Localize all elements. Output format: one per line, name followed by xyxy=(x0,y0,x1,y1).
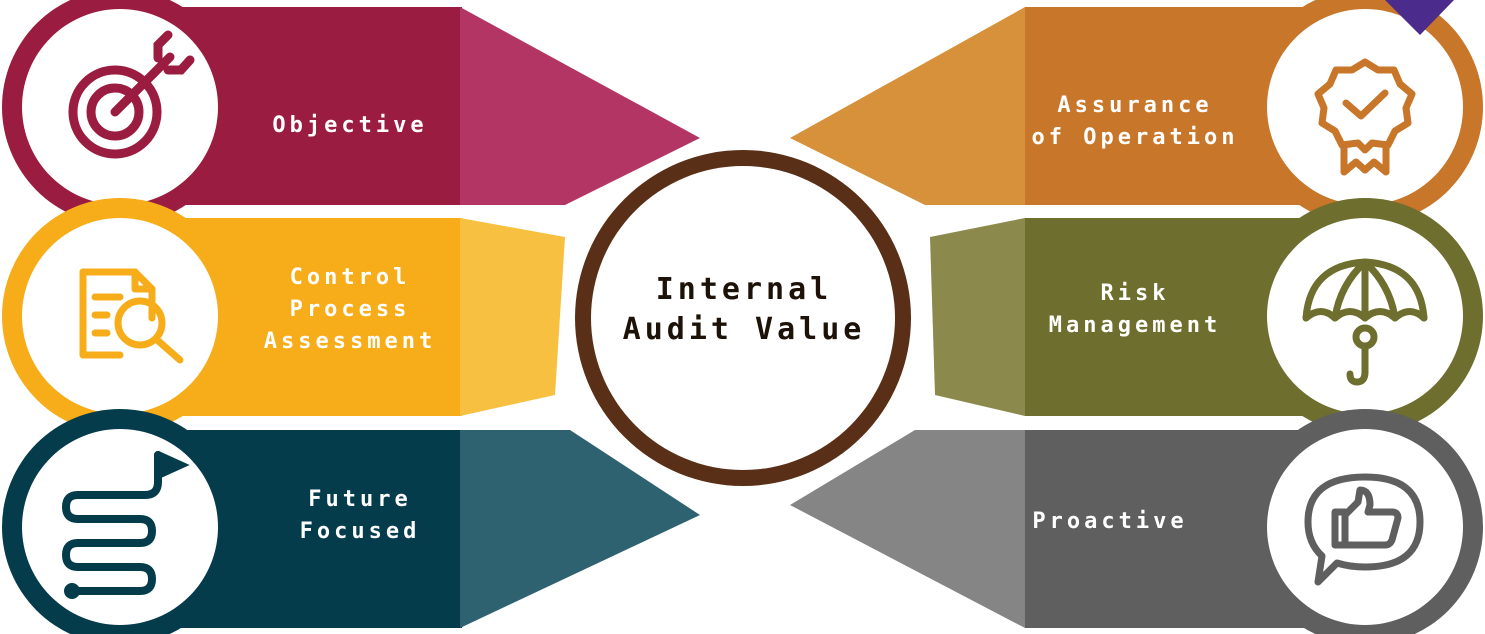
thumbs-up-chat-icon xyxy=(1304,473,1424,586)
umbrella-icon xyxy=(1302,258,1428,386)
corner-triangle xyxy=(1385,0,1454,35)
proactive-label-line: Proactive xyxy=(1032,509,1188,534)
future-label-line: Focused xyxy=(299,519,421,544)
future-label-line: Future xyxy=(308,487,412,512)
assurance-label: Assurance of Operation xyxy=(1020,90,1250,154)
objective-label-line: Objective xyxy=(272,113,428,138)
control-label: Control Process Assessment xyxy=(240,262,460,358)
proactive-label: Proactive xyxy=(1010,506,1210,538)
target-icon xyxy=(68,30,195,159)
control-label-line: Control xyxy=(289,265,411,290)
risk-label-line: Risk xyxy=(1100,281,1170,306)
document-search-icon xyxy=(79,268,184,364)
proactive-badge xyxy=(1247,409,1483,634)
risk-label-line: Management xyxy=(1048,313,1222,338)
control-label-line: Process xyxy=(289,297,411,322)
center-title-line: Internal xyxy=(655,272,833,307)
assurance-label-line: of Operation xyxy=(1031,125,1239,150)
award-badge-icon xyxy=(1314,58,1416,176)
future-label: Future Focused xyxy=(255,484,465,548)
center-title-line: Audit Value xyxy=(622,312,866,347)
assurance-label-line: Assurance xyxy=(1057,93,1213,118)
winding-path-flag-icon xyxy=(61,451,190,599)
risk-label: Risk Management xyxy=(1020,278,1250,342)
center-title: Internal Audit Value xyxy=(600,270,888,350)
objective-label: Objective xyxy=(245,110,455,142)
control-label-line: Assessment xyxy=(263,329,437,354)
center-circle xyxy=(575,150,911,486)
